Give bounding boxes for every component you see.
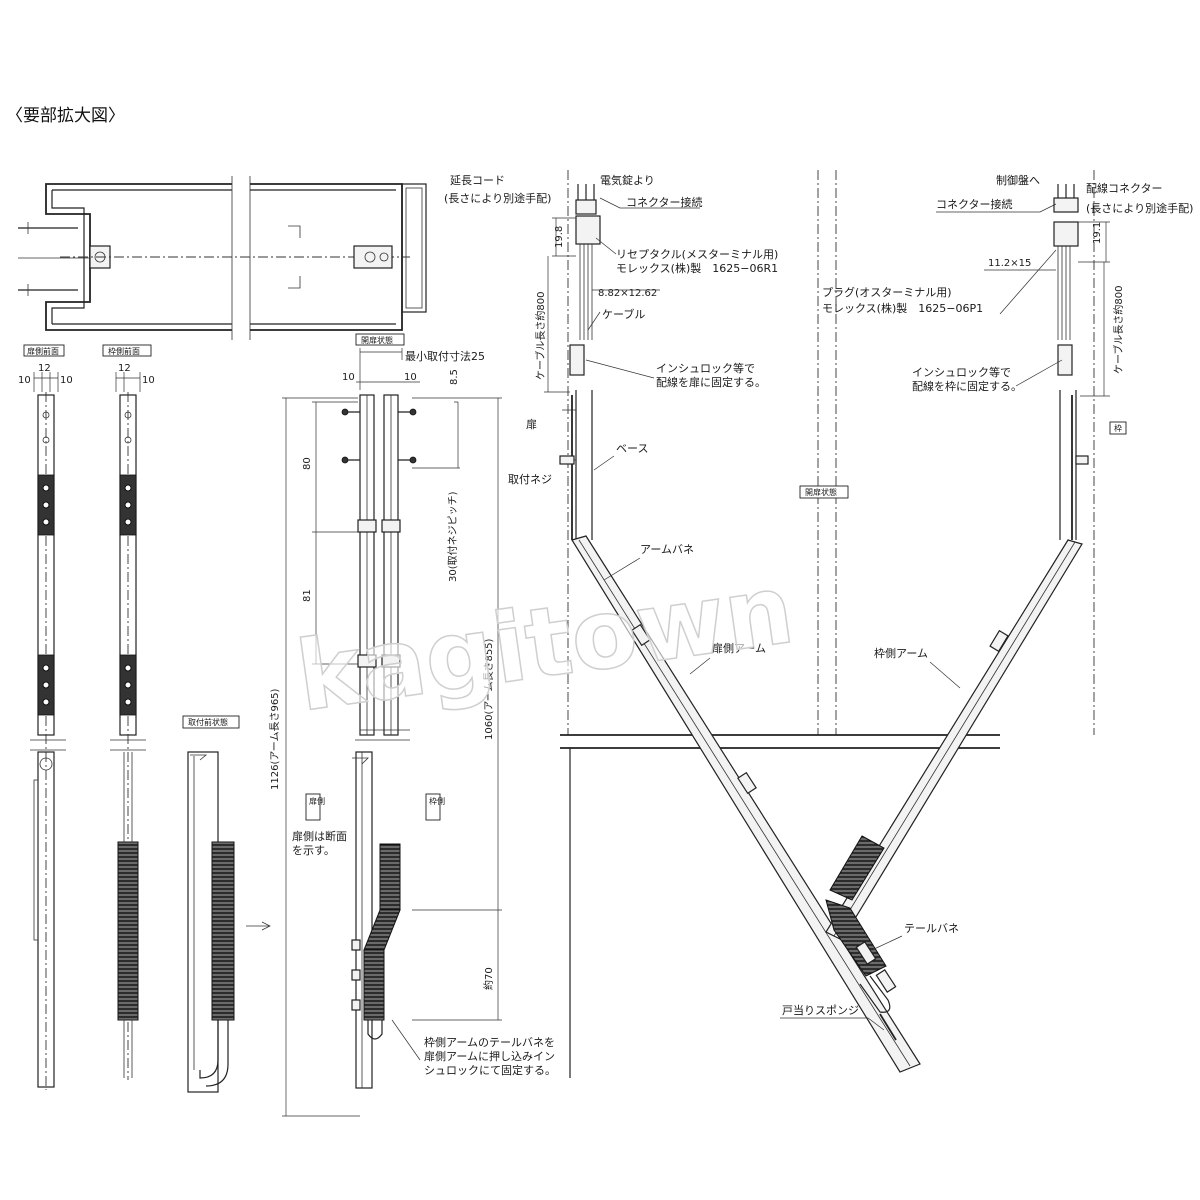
before-install-view: 取付前状態	[182, 715, 271, 1093]
note-plug-1: プラグ(オスターミナル用)	[822, 285, 952, 299]
note-to-panel: 制御盤へ	[996, 173, 1040, 187]
tag-frame-front: 枠側前面	[108, 346, 140, 356]
note-door-arm: 扉側アーム	[712, 642, 766, 655]
note-tail-spring: テールバネ	[904, 922, 959, 935]
dim-8-82: 8.82×12.62	[598, 288, 657, 299]
dim-19-8: 19.8	[554, 226, 565, 248]
note-tail-1: 枠側アームのテールバネを	[424, 1035, 555, 1049]
note-connector-l: コネクター接続	[626, 195, 703, 209]
arm-assembly-view: 延長コード (長さにより別途手配) 電気錠より コネクター接続 19.8 リセプ…	[444, 170, 1193, 1078]
tag-frame-side: 枠側	[429, 796, 445, 806]
note-mount-screw: 取付ネジ	[508, 473, 552, 486]
tag-open-state-mid: 開扉状態	[805, 487, 837, 497]
dim-1060: 1060(アーム長さ855)	[483, 638, 495, 740]
dim-70: 約70	[482, 967, 495, 990]
dim-cable-right: ケーブル長さ約800	[1112, 286, 1125, 375]
dim-pitch30: 30(取付ネジピッチ)	[446, 491, 459, 582]
note-insulock-frame-2: 配線を枠に固定する。	[912, 379, 1022, 393]
note-receptacle-2: モレックス(株)製 1625−06R1	[616, 261, 778, 275]
dim-10d: 10	[342, 372, 355, 383]
note-tail-2: 扉側アームに押し込みイン	[424, 1049, 555, 1063]
note-insulock-door-2: 配線を扉に固定する。	[656, 375, 766, 389]
frame-front-view: 枠側前面 12 10	[102, 344, 155, 1080]
page-title: 〈要部拡大図〉	[6, 106, 125, 126]
dim-min-mount: 最小取付寸法25	[405, 349, 485, 363]
top-section-view	[18, 176, 427, 340]
note-frame-arm: 枠側アーム	[874, 646, 928, 660]
tag-door-side: 扉側	[309, 796, 325, 806]
dim-80: 80	[302, 457, 313, 470]
note-cable: ケーブル	[602, 307, 645, 321]
note-wiring-connector-2: (長さにより別途手配)	[1086, 201, 1193, 215]
dim-10a: 10	[18, 375, 31, 386]
tag-door-front: 扉側前面	[27, 346, 59, 356]
watermark: kagitown	[290, 553, 800, 733]
note-section-2: を示す。	[292, 844, 335, 857]
dim-12b: 12	[118, 363, 131, 374]
note-stop-sponge: 戸当りスポンジ	[782, 1003, 859, 1017]
open-state-view: 開扉状態 最小取付寸法25 10 10 8.5 80 81 30(取付ネジピッチ…	[269, 333, 556, 1117]
tag-door-right: 扉	[526, 418, 537, 431]
note-receptacle-1: リセプタクル(メスターミナル用)	[616, 248, 778, 261]
note-wiring-connector-1: 配線コネクター	[1086, 181, 1163, 195]
dim-10c: 10	[142, 375, 155, 386]
note-tail-3: シュロックにて固定する。	[424, 1063, 556, 1077]
door-front-view: 扉側前面 10 12 10	[18, 344, 73, 1090]
note-base: ベース	[616, 442, 648, 455]
note-insulock-frame-1: インシュロック等で	[912, 365, 1011, 379]
dim-81: 81	[302, 589, 313, 602]
tag-before-install: 取付前状態	[188, 717, 228, 727]
dim-19-1: 19.1	[1092, 222, 1103, 244]
tag-open-state-top: 開扉状態	[361, 335, 393, 345]
note-connector-r: コネクター接続	[936, 197, 1013, 211]
note-arm-spring: アームバネ	[640, 543, 694, 556]
dim-1126: 1126(アーム長さ965)	[269, 688, 281, 790]
note-from-lock: 電気錠より	[600, 173, 655, 187]
dim-10b: 10	[60, 375, 73, 386]
note-insulock-door-1: インシュロック等で	[656, 361, 755, 375]
dim-12a: 12	[38, 363, 51, 374]
dim-cable-left: ケーブル長さ約800	[534, 292, 547, 381]
note-ext-cord-1: 延長コード	[450, 174, 505, 187]
dim-8-5: 8.5	[449, 369, 460, 385]
note-section-1: 扉側は断面	[292, 829, 347, 843]
dim-11-2: 11.2×15	[988, 258, 1031, 269]
note-ext-cord-2: (長さにより別途手配)	[444, 191, 551, 205]
dim-10e: 10	[404, 372, 417, 383]
note-plug-2: モレックス(株)製 1625−06P1	[822, 301, 983, 315]
tag-frame-right: 枠	[1114, 423, 1122, 433]
